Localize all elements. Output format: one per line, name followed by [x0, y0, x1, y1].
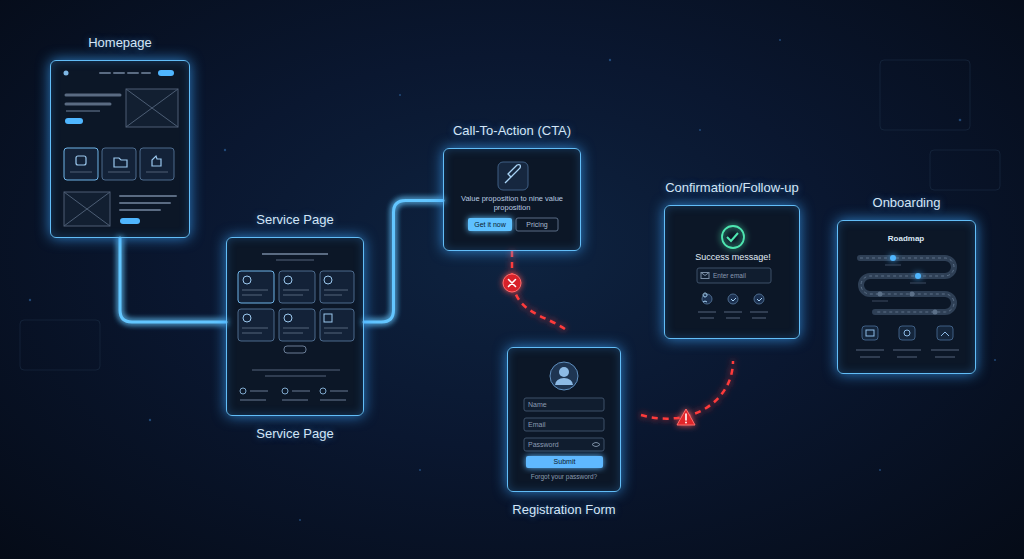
panel-heading: Service Page [256, 426, 333, 442]
onboarding-wireframe [856, 255, 959, 357]
button-label: Submit [554, 458, 576, 466]
flow-connector [120, 238, 226, 322]
field-placeholder: Email [528, 420, 546, 428]
panel-heading: Onboarding [873, 195, 941, 211]
panel-heading: Confirmation/Follow-up [665, 180, 799, 196]
flow-connector [512, 251, 565, 347]
panel-heading: Call-To-Action (CTA) [453, 123, 571, 139]
warning-icon [677, 409, 695, 425]
panel-heading: Service Page [256, 212, 333, 228]
screen-panel: Homepage [50, 60, 190, 238]
flow-line [364, 201, 443, 323]
registration-wireframe [524, 362, 604, 468]
value-text: Value proposition to nine value proposit… [453, 195, 571, 212]
error-icon [503, 274, 521, 292]
flow-connector [621, 339, 733, 419]
panel-heading: Homepage [88, 35, 152, 51]
flow-line [800, 279, 837, 282]
success-text: Success message! [695, 252, 771, 262]
panel-heading: Registration Form [512, 502, 615, 518]
flow-line [120, 238, 226, 322]
flow-line [564, 329, 567, 347]
flow-connector [364, 201, 443, 323]
flow-line [621, 414, 641, 417]
button-label: Get it now [474, 220, 506, 228]
flow-line [732, 339, 735, 361]
panel-fills [50, 60, 976, 492]
field-placeholder: Enter email [713, 272, 746, 279]
confirmation-wireframe [697, 226, 771, 318]
homepage-wireframe [64, 70, 179, 226]
particles [29, 39, 996, 521]
broken-flow-line [512, 251, 565, 329]
screen-panel: Registration Form [507, 347, 621, 492]
field-placeholder: Name [528, 400, 547, 408]
field-placeholder: Password [528, 440, 559, 448]
panel-title: Roadmap [888, 234, 924, 243]
service-wireframe [238, 254, 354, 400]
link-text: Forgot your password? [531, 473, 597, 480]
button-label: Pricing [526, 220, 547, 228]
flow-connector [800, 280, 837, 281]
screen-panel: Service PageService Page [226, 237, 364, 416]
